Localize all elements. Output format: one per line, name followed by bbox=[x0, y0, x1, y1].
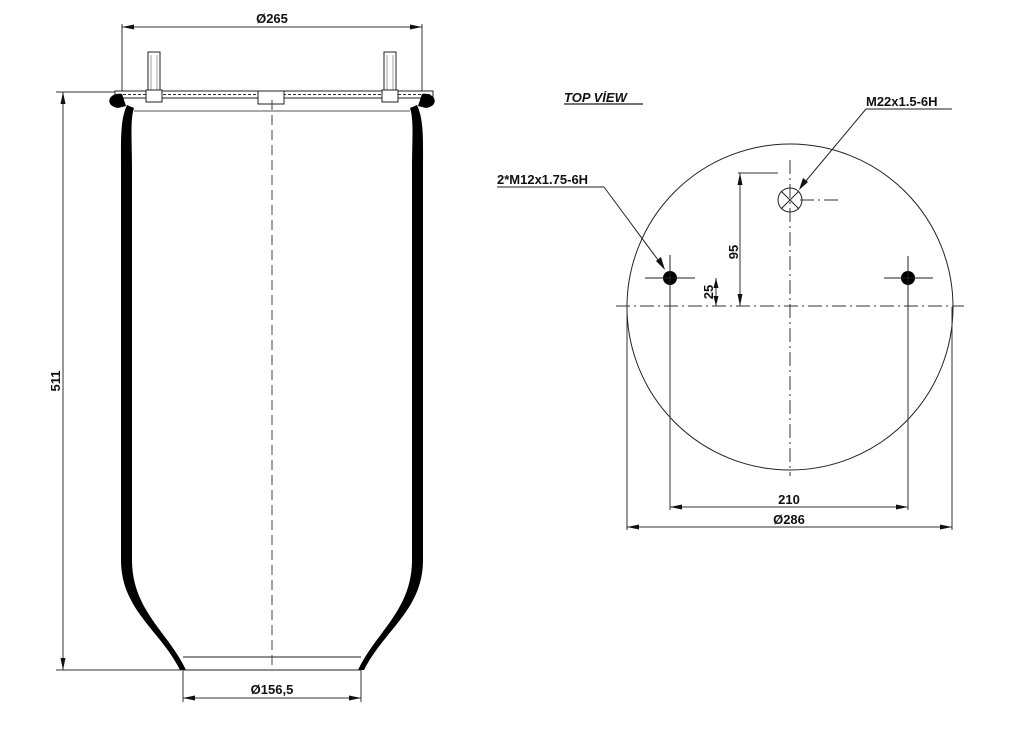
bottom-diameter-label: Ø156,5 bbox=[251, 682, 294, 697]
top-diameter-label: Ø265 bbox=[256, 11, 288, 26]
plate-diameter-label: Ø286 bbox=[773, 512, 805, 527]
side-view bbox=[56, 24, 435, 702]
stud-spacing-label: 210 bbox=[778, 492, 800, 507]
center-port-thread-label: M22x1.5-6H bbox=[866, 94, 938, 109]
top-view bbox=[497, 103, 964, 530]
top-view-title: TOP VİEW bbox=[564, 90, 629, 105]
stud-offset-label: 25 bbox=[701, 285, 716, 299]
stud-thread-label: 2*M12x1.75-6H bbox=[497, 172, 588, 187]
port-offset-label: 95 bbox=[726, 245, 741, 259]
height-label: 511 bbox=[48, 371, 63, 392]
